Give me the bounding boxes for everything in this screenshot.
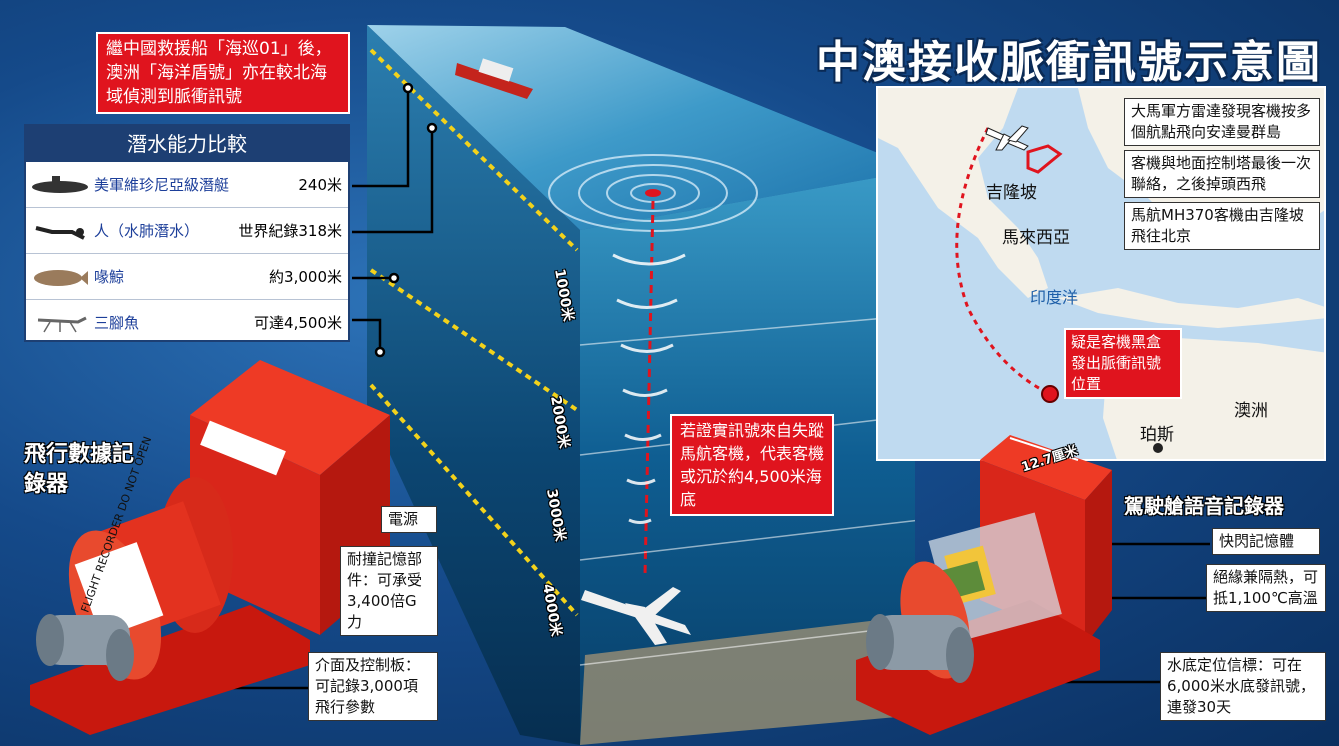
cvr-label-insulation: 絕緣兼隔熱，可抵1,100℃高溫 [1206,564,1326,612]
cockpit-voice-recorder [856,435,1112,735]
blackbox-callout: 疑是客機黑盒發出脈衝訊號位置 [1064,328,1182,399]
place-label: 澳洲 [1234,401,1268,421]
map-note: 馬航MH370客機由吉隆坡飛往北京 [1124,202,1320,250]
creature-name: 三腳魚 [94,314,140,332]
depth-value: 世界紀錄318米 [238,222,342,240]
dive-comparison-table: 潛水能力比較 美軍維珍尼亞級潛艇 240米 人（水肺潛水） 世界紀錄318米 喙… [24,124,350,342]
table-row: 三腳魚 可達4,500米 [26,300,348,345]
diver-icon [26,220,94,242]
depth-value: 可達4,500米 [254,314,342,332]
signal-callout: 若證實訊號來自失蹤馬航客機，代表客機或沉於約4,500米海底 [670,414,834,516]
creature-name: 喙鯨 [94,268,125,286]
place-label: 吉隆坡 [986,183,1037,203]
whale-icon [26,266,94,288]
place-label: 珀斯 [1140,425,1174,445]
cvr-label-memory: 快閃記憶體 [1212,528,1320,555]
page-title: 中澳接收脈衝訊號示意圖 [816,37,1322,88]
depth-value: 240米 [298,176,342,194]
table-row: 美軍維珍尼亞級潛艇 240米 [26,162,348,208]
submarine-icon [26,174,94,196]
fdr-label-power: 電源 [381,506,437,533]
map-note: 大馬軍方雷達發現客機按多個航點飛向安達曼群島 [1124,98,1320,146]
airplane-icon [985,125,1029,151]
creature-name: 人（水肺潛水） [94,222,200,240]
ship [455,58,533,99]
fdr-label-interface: 介面及控制板：可記錄3,000項飛行參數 [308,652,438,721]
fdr-title: 飛行數據記錄器 [24,442,135,497]
depth-value: 約3,000米 [269,268,342,286]
place-label: 馬來西亞 [1002,228,1070,248]
cvr-title: 駕駛艙語音記錄器 [1124,494,1284,518]
table-row: 人（水肺潛水） 世界紀錄318米 [26,208,348,254]
table-title: 潛水能力比較 [26,126,348,162]
place-label: 印度洋 [1030,288,1079,307]
tripod-fish-icon [26,312,94,334]
intro-callout: 繼中國救援船「海巡01」後，澳洲「海洋盾號」亦在較北海域偵測到脈衝訊號 [96,32,350,114]
route-map: 大馬軍方雷達發現客機按多個航點飛向安達曼群島 客機與地面控制塔最後一次聯絡，之後… [876,86,1326,461]
fdr-label-memory: 耐撞記憶部件：可承受3,400倍G力 [340,546,438,636]
creature-name: 美軍維珍尼亞級潛艇 [94,176,230,194]
table-row: 喙鯨 約3,000米 [26,254,348,300]
flight-data-recorder: FLIGHT RECORDER DO NOT OPEN [30,360,390,735]
cvr-label-beacon: 水底定位信標：可在6,000米水底發訊號，連發30天 [1160,652,1326,721]
airplane-wreck [581,587,691,645]
map-note: 客機與地面控制塔最後一次聯絡，之後掉頭西飛 [1124,150,1320,198]
